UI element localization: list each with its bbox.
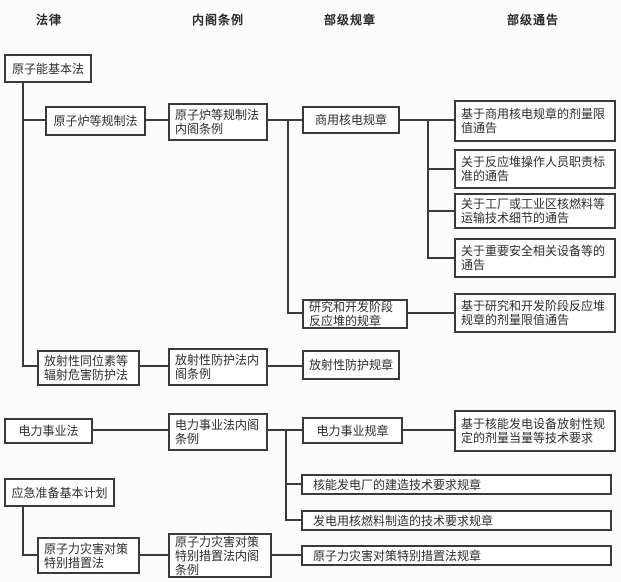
connector-line-5 [287,119,289,314]
node-radiation-protection-rules: 放射性防护规章 [302,350,400,380]
connector-line-0 [22,83,24,367]
node-radiation-hazard-protection-law: 放射性同位素等辐射危害防护法 [37,350,140,386]
connector-line-6 [287,119,302,121]
connector-line-22 [285,519,301,521]
node-emergency-preparedness-plan: 应急准备基本计划 [4,478,115,507]
connector-line-15 [140,365,168,367]
connector-line-23 [403,429,454,431]
node-notice-dose-equivalent-requirements: 基于核能发电设备放射性规定的剂量当量等技术要求 [454,410,616,452]
connector-line-20 [285,429,302,431]
column-header-ministerial-notice: 部级通告 [507,13,560,27]
column-header-cabinet-order: 内阁条例 [192,13,245,27]
connector-line-18 [268,429,285,431]
connector-line-13 [427,257,454,259]
connector-line-24 [22,507,24,556]
column-header-ministerial-rule: 部级规章 [324,13,377,27]
connector-line-27 [272,554,301,556]
node-nuclear-disaster-special-law: 原子力灾害对策特别措置法 [37,537,140,574]
connector-line-9 [427,119,429,259]
node-reactor-regulation-law: 原子炉等规制法 [45,106,146,136]
node-electricity-business-cabinet-order: 电力事业法内阁条例 [168,413,268,451]
node-notice-operator-duty: 关于反应堆操作人员职责标准的通告 [454,149,616,189]
connector-line-11 [427,168,454,170]
node-npp-construction-rules: 核能发电厂的建造技术要求规章 [301,474,612,495]
node-notice-dose-limit-commercial: 基于商用核电规章的剂量限值通告 [454,100,616,142]
connector-line-2 [22,365,37,367]
node-electricity-business-rules: 电力事业规章 [302,417,403,444]
node-commercial-npp-rules: 商用核电规章 [302,106,400,134]
connector-line-19 [285,429,287,521]
node-reactor-regulation-cabinet-order: 原子炉等规制法内阁条例 [168,103,268,141]
connector-line-21 [285,483,301,485]
node-electricity-business-law: 电力事业法 [4,418,93,444]
connector-line-7 [287,312,302,314]
node-notice-safety-equipment: 关于重要安全相关设备等的通告 [454,238,616,278]
connector-line-3 [146,119,168,121]
node-fuel-manufacturing-rules: 发电用核燃料制造的技术要求规章 [301,510,612,531]
connector-line-26 [140,554,168,556]
node-nuclear-disaster-rules: 原子力灾害对策特别措置法规章 [301,545,612,566]
connector-line-17 [93,429,168,431]
connector-line-14 [408,312,454,314]
connector-line-16 [268,365,302,367]
node-notice-dose-limit-rd: 基于研究和开发阶段反应堆规章的剂量限值通告 [454,293,616,333]
connector-line-12 [427,210,454,212]
connector-line-1 [22,119,45,121]
node-nuclear-disaster-cabinet-order: 原子力灾害对策特别措置法内阁条例 [168,533,272,578]
node-radiation-protection-cabinet-order: 放射性防护法内阁条例 [168,348,268,386]
node-notice-fuel-transport: 关于工厂或工业区核燃料等运输技术细节的通告 [454,193,616,229]
connector-line-8 [400,119,427,121]
node-atomic-energy-basic-law: 原子能基本法 [4,54,92,83]
connector-line-25 [22,554,37,556]
connector-line-10 [427,119,454,121]
column-header-law: 法律 [36,13,63,27]
node-rd-reactor-rules: 研究和开发阶段反应堆的规章 [302,299,408,329]
connector-line-4 [268,119,287,121]
